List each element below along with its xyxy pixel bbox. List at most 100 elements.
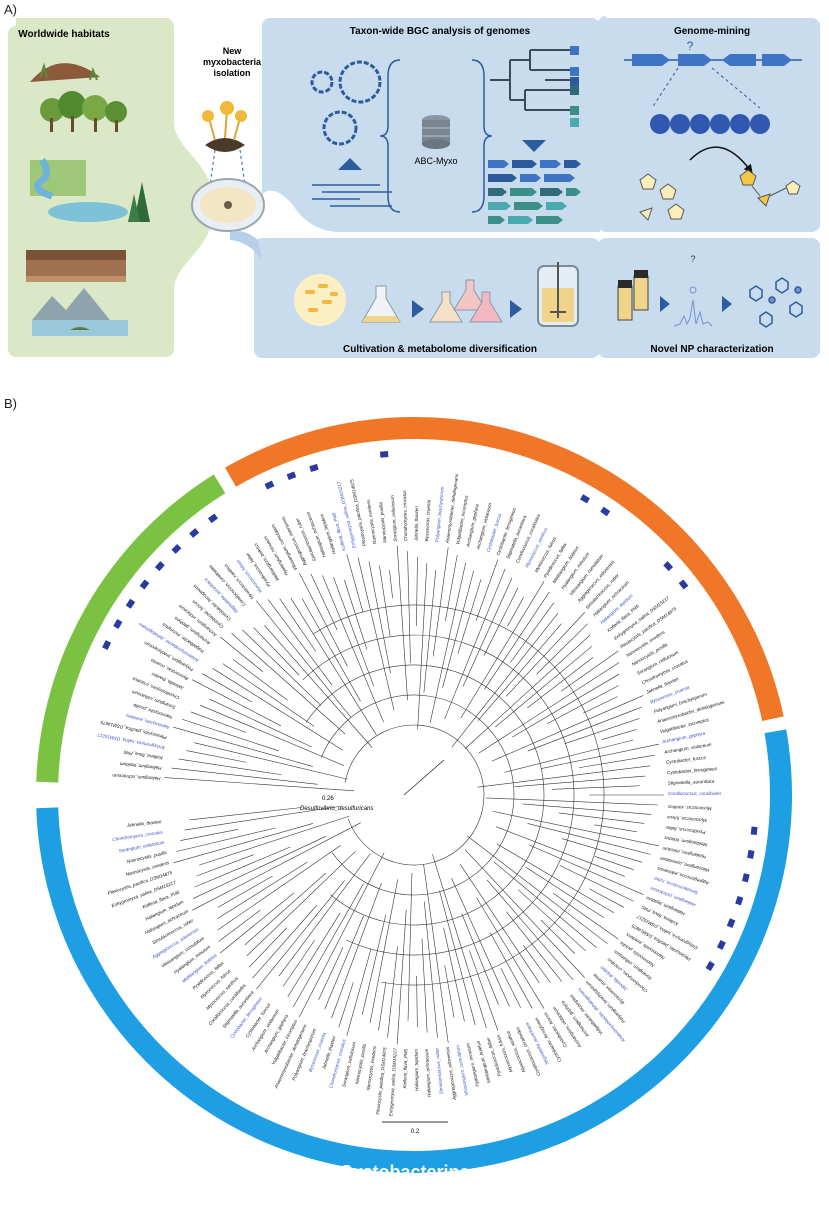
tree-branch: [451, 877, 510, 1007]
tree-branch: [389, 570, 393, 599]
tree-branch: [444, 568, 506, 720]
tree-branch: [432, 854, 487, 1029]
tree-branch: [322, 575, 384, 723]
novel-genome-marker: [705, 961, 715, 971]
tree-leaf-label: Jahnella_thaxteri: [414, 505, 420, 542]
phylogeny-tree-icon: [490, 49, 570, 111]
tree-branch: [279, 598, 317, 652]
tree-branch: [506, 911, 562, 982]
tree-branch: [222, 663, 315, 727]
root-outgroup-label: Desulfovibrio_desulfuricans: [300, 806, 373, 812]
tree-branch: [290, 598, 377, 735]
tree-branch: [528, 844, 644, 895]
tree-branch: [173, 823, 314, 864]
suborder-arc-nannocystineae: [36, 474, 226, 783]
flask-icon: [361, 285, 401, 323]
tree-branch: [495, 645, 593, 728]
tree-branch: [442, 570, 474, 688]
tree-leaf-label: Jahnella_thaxteri: [126, 819, 163, 828]
novel-genome-marker: [309, 463, 319, 472]
tree-branch: [491, 695, 644, 762]
tree-leaf-label: Myxococcus_xanthus: [667, 804, 712, 811]
tree-leaf-label: Haliangium_ochraceum: [112, 773, 161, 781]
tree-leaf-label: Nannocystis_pusilla: [378, 502, 387, 543]
tree-branch: [451, 612, 559, 748]
suborder-label-cystobacterineae: Cystobacterineae: [339, 1162, 490, 1182]
habitat-lake-icon: [48, 182, 150, 222]
tree-branch: [256, 880, 345, 990]
tree-branch: [552, 892, 619, 940]
tree-branch: [444, 965, 455, 1018]
tree-branch: [507, 597, 524, 627]
enzyme-modules-icon: [650, 114, 770, 134]
natural-product-icon: [739, 169, 801, 207]
habitat-river-icon: [30, 157, 86, 200]
tree-branch: [496, 843, 615, 914]
tree-leaf-label: Polyangium_brachysporum: [434, 486, 444, 542]
arrow-right-icon: [412, 300, 424, 318]
tree-branch: [416, 557, 418, 627]
tree-branch: [298, 852, 385, 1018]
tree-branch: [301, 598, 361, 702]
tree-branch: [199, 815, 350, 866]
np-panel: [598, 238, 820, 358]
tree-branch: [331, 883, 382, 1019]
tree-branch: [333, 577, 375, 687]
novel-genome-marker: [207, 513, 218, 524]
tree-leaf-label: Chondromyces_crocatus: [112, 829, 164, 842]
tree-branch: [196, 854, 254, 877]
np-title: Novel NP characterization: [650, 344, 773, 355]
bioreactor-icon: [537, 262, 579, 327]
novel-genome-marker: [747, 849, 755, 859]
novel-genome-marker: [741, 873, 750, 883]
tree-branch: [361, 914, 387, 1016]
tree-branch: [439, 890, 476, 1026]
tree-branch: [493, 861, 597, 948]
tree-branch: [379, 565, 391, 636]
novel-genome-marker: [716, 940, 726, 950]
novel-genome-marker: [286, 471, 297, 480]
novel-genome-marker: [726, 918, 736, 928]
tree-branch: [220, 892, 295, 954]
tree-branch: [476, 897, 545, 1009]
arrow-right-icon: [510, 300, 522, 318]
tree-branch: [464, 634, 591, 749]
tree-leaf-label: Melittangium_boletus: [663, 835, 707, 847]
tree-branch: [457, 579, 482, 654]
petri-dish-icon: [191, 178, 265, 232]
tree-branch: [478, 662, 620, 754]
panel-a: A) Worldwide habitats: [0, 0, 829, 380]
tree-branch: [242, 629, 322, 706]
tree-branch: [246, 850, 356, 957]
tree-branch: [477, 765, 651, 788]
tree-branch: [561, 838, 643, 863]
tree-branch: [536, 623, 588, 675]
tree-branch: [357, 557, 395, 711]
tree-clade-arc: [321, 694, 515, 896]
database-label: ABC-Myxo: [414, 156, 457, 166]
tree-root-branch: [403, 759, 445, 796]
novel-genome-marker: [154, 561, 165, 572]
tree-branch: [181, 718, 280, 752]
novel-genome-marker: [125, 598, 136, 609]
tree-branch: [344, 579, 368, 650]
tree-branch: [192, 822, 361, 911]
novel-genome-marker: [678, 579, 689, 590]
tree-branch: [396, 909, 407, 1045]
tree-branch: [527, 706, 642, 752]
novel-genome-marker: [171, 544, 182, 554]
tree-branch: [489, 932, 533, 1009]
tree-leaf-label: Pyxidicoccus_fallax: [665, 825, 706, 835]
tree-branch: [429, 562, 467, 723]
root-branch-value: 0.26: [322, 796, 334, 802]
molecule-structures-icon: [749, 277, 803, 328]
tree-branch: [232, 659, 288, 701]
tree-branch: [184, 806, 339, 831]
tree-branch: [421, 938, 428, 1033]
tree-leaf-label: Haliangium_tepidum: [119, 761, 161, 771]
tree-branch: [220, 636, 264, 672]
tree-branch: [192, 679, 282, 727]
tree-branch: [466, 835, 608, 944]
tree-leaf-label: Nannocystis_exedens: [366, 1045, 378, 1091]
